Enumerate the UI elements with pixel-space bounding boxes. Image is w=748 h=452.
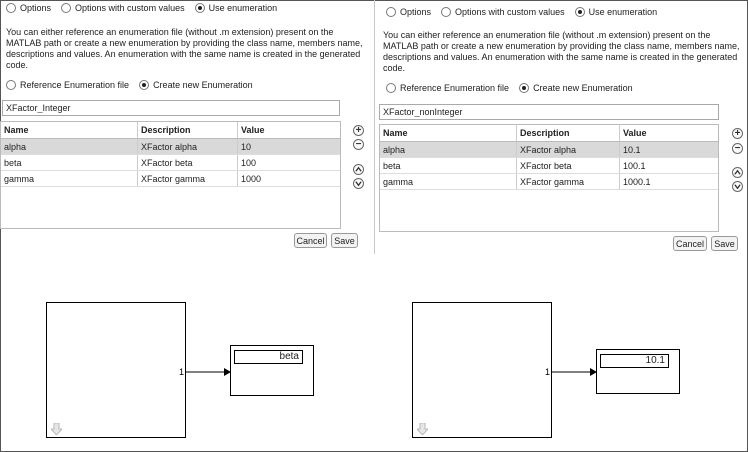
right-display-block[interactable]: 10.1 bbox=[596, 349, 680, 394]
enum-name-input[interactable] bbox=[379, 104, 719, 120]
option-radio-custom-values[interactable]: Options with custom values bbox=[61, 3, 185, 13]
move-down-button[interactable] bbox=[732, 181, 743, 192]
move-down-button[interactable] bbox=[353, 178, 364, 189]
cancel-button[interactable]: Cancel bbox=[294, 233, 327, 248]
left-source-block[interactable] bbox=[46, 302, 186, 438]
table-header: Name Description Value bbox=[380, 125, 718, 142]
left-display-block[interactable]: beta bbox=[230, 345, 314, 396]
member-name-cell[interactable]: gamma bbox=[380, 174, 517, 189]
enum-name-input[interactable] bbox=[2, 100, 340, 116]
member-name-cell[interactable]: gamma bbox=[1, 171, 138, 186]
member-name-cell[interactable]: alpha bbox=[1, 139, 138, 154]
member-value-cell[interactable]: 10.1 bbox=[623, 144, 641, 155]
enum-members-table: Name Description Value alpha XFactor alp… bbox=[379, 124, 719, 232]
member-value-cell[interactable]: 100.1 bbox=[623, 160, 646, 171]
option-radio-use-enumeration[interactable]: Use enumeration bbox=[194, 3, 277, 13]
member-description-cell[interactable]: XFactor alpha bbox=[517, 142, 620, 157]
enum-description: You can either reference an enumeration … bbox=[6, 27, 363, 70]
minus-icon: − bbox=[734, 142, 741, 154]
right-enum-dialog: Options Options with custom values Use e… bbox=[375, 0, 748, 254]
display-value: beta bbox=[234, 350, 303, 364]
signal-line[interactable] bbox=[186, 367, 231, 377]
chevron-up-icon bbox=[734, 169, 741, 175]
cancel-button[interactable]: Cancel bbox=[673, 236, 707, 251]
save-button[interactable]: Save bbox=[331, 233, 358, 248]
enum-description: You can either reference an enumeration … bbox=[383, 30, 740, 73]
radio-reference-enum-file[interactable]: Reference Enumeration file bbox=[386, 83, 509, 93]
table-row[interactable]: alpha XFactor alpha 10 bbox=[1, 139, 340, 155]
member-description-cell[interactable]: XFactor gamma bbox=[138, 171, 238, 186]
option-type-group: Options Options with custom values Use e… bbox=[386, 7, 667, 17]
table-row[interactable]: gamma XFactor gamma 1000.1 bbox=[380, 174, 718, 190]
member-value-cell[interactable]: 10 bbox=[241, 141, 252, 152]
member-value-cell[interactable]: 1000.1 bbox=[623, 176, 651, 187]
column-header-description[interactable]: Description bbox=[517, 125, 620, 141]
member-value-cell[interactable]: 1000 bbox=[241, 173, 262, 184]
member-name-cell[interactable]: beta bbox=[380, 158, 517, 173]
column-header-description[interactable]: Description bbox=[138, 122, 238, 138]
option-radio-custom-values[interactable]: Options with custom values bbox=[441, 7, 565, 17]
remove-row-button[interactable]: − bbox=[732, 143, 743, 154]
output-port-label: 1 bbox=[545, 367, 551, 377]
member-description-cell[interactable]: XFactor gamma bbox=[517, 174, 620, 189]
minus-icon: − bbox=[355, 138, 362, 150]
left-enum-dialog: Options Options with custom values Use e… bbox=[0, 0, 374, 254]
plus-icon: + bbox=[734, 127, 741, 139]
right-source-block[interactable] bbox=[412, 302, 552, 438]
down-arrow-icon bbox=[51, 423, 62, 435]
member-description-cell[interactable]: XFactor beta bbox=[138, 155, 238, 170]
panel-divider bbox=[374, 0, 375, 254]
chevron-up-icon bbox=[355, 166, 362, 172]
table-row[interactable]: beta XFactor beta 100.1 bbox=[380, 158, 718, 174]
option-radio-options[interactable]: Options bbox=[6, 3, 51, 13]
table-header: Name Description Value bbox=[1, 122, 340, 139]
table-row[interactable]: gamma XFactor gamma 1000 bbox=[1, 171, 340, 187]
table-row[interactable]: beta XFactor beta 100 bbox=[1, 155, 340, 171]
chevron-down-icon bbox=[734, 184, 741, 190]
option-radio-use-enumeration[interactable]: Use enumeration bbox=[574, 7, 657, 17]
plus-icon: + bbox=[355, 124, 362, 136]
option-type-group: Options Options with custom values Use e… bbox=[6, 3, 287, 13]
move-up-button[interactable] bbox=[353, 164, 364, 175]
add-row-button[interactable]: + bbox=[732, 128, 743, 139]
enum-source-group: Reference Enumeration file Create new En… bbox=[6, 80, 263, 90]
chevron-down-icon bbox=[355, 181, 362, 187]
signal-line[interactable] bbox=[552, 367, 597, 377]
member-value-cell[interactable]: 100 bbox=[241, 157, 257, 168]
column-header-value[interactable]: Value bbox=[623, 128, 647, 138]
table-row[interactable]: alpha XFactor alpha 10.1 bbox=[380, 142, 718, 158]
radio-create-new-enum[interactable]: Create new Enumeration bbox=[139, 80, 253, 90]
enum-source-group: Reference Enumeration file Create new En… bbox=[386, 83, 643, 93]
column-header-name[interactable]: Name bbox=[1, 122, 138, 138]
display-value: 10.1 bbox=[600, 354, 669, 368]
down-arrow-icon bbox=[417, 423, 428, 435]
enum-members-table: Name Description Value alpha XFactor alp… bbox=[0, 121, 341, 229]
add-row-button[interactable]: + bbox=[353, 125, 364, 136]
save-button[interactable]: Save bbox=[711, 236, 738, 251]
option-radio-options[interactable]: Options bbox=[386, 7, 431, 17]
move-up-button[interactable] bbox=[732, 167, 743, 178]
member-description-cell[interactable]: XFactor beta bbox=[517, 158, 620, 173]
column-header-value[interactable]: Value bbox=[241, 125, 265, 135]
member-name-cell[interactable]: beta bbox=[1, 155, 138, 170]
output-port-label: 1 bbox=[179, 367, 185, 377]
member-description-cell[interactable]: XFactor alpha bbox=[138, 139, 238, 154]
member-name-cell[interactable]: alpha bbox=[380, 142, 517, 157]
remove-row-button[interactable]: − bbox=[353, 139, 364, 150]
column-header-name[interactable]: Name bbox=[380, 125, 517, 141]
radio-create-new-enum[interactable]: Create new Enumeration bbox=[519, 83, 633, 93]
radio-reference-enum-file[interactable]: Reference Enumeration file bbox=[6, 80, 129, 90]
